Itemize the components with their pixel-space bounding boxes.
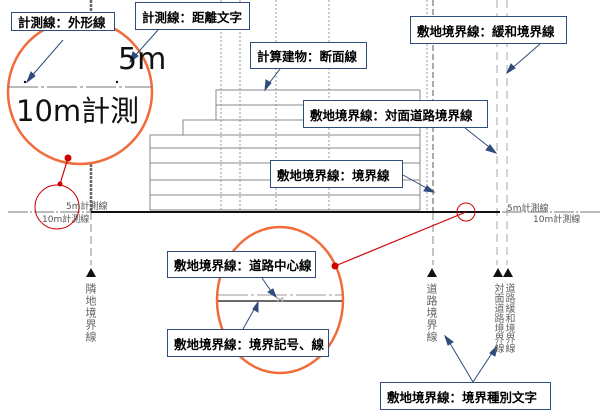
- opposite-road-marker-icon: [493, 268, 503, 277]
- zoom-distance-text-5m: 5m: [118, 42, 167, 77]
- focus-circle-right: [456, 202, 476, 222]
- relaxed-marker-icon: [503, 268, 513, 277]
- zoom-distance-text-10m: 10m計測: [16, 94, 140, 126]
- svg-text:⋈: ⋈: [276, 295, 284, 304]
- callout-opposite-road-boundary: 敷地境界線：対面道路境界線: [303, 100, 488, 128]
- callout-distance-text: 計測線：距離文字: [135, 2, 250, 30]
- callout-relaxed-boundary: 敷地境界線：緩和境界線: [410, 16, 567, 44]
- boundary-type-road: 道路境界線: [425, 283, 438, 343]
- boundary-type-opposite-road: 対面道路境界線: [492, 283, 503, 353]
- callout-boundary-line: 敷地境界線：境界線: [270, 160, 403, 188]
- measure-label-5m-left: 5m計測線: [66, 202, 108, 212]
- measure-label-10m-right: 10m計測線: [533, 215, 581, 225]
- measure-label-5m-right: 5m計測線: [507, 204, 549, 214]
- boundary-type-neighbor: 隣地境界線: [84, 283, 97, 343]
- callout-boundary-type-text: 敷地境界線：境界種別文字: [380, 382, 551, 410]
- neighbor-marker-icon: [86, 268, 96, 277]
- callout-building-section: 計算建物：断面線: [250, 42, 367, 69]
- callout-boundary-mark: 敷地境界線：境界記号、線: [167, 329, 329, 357]
- marker-dot: [64, 154, 72, 162]
- focus-circle-left: [34, 184, 80, 230]
- building-section: [149, 89, 421, 211]
- measure-label-10m-left: 10m計測線: [42, 215, 90, 225]
- boundary-type-road-relaxed: 道路緩和境界線: [503, 283, 514, 353]
- callout-outline: 計測線：外形線: [11, 12, 115, 31]
- road-marker-icon: [427, 268, 437, 277]
- callout-road-center: 敷地境界線：道路中心線: [167, 251, 316, 278]
